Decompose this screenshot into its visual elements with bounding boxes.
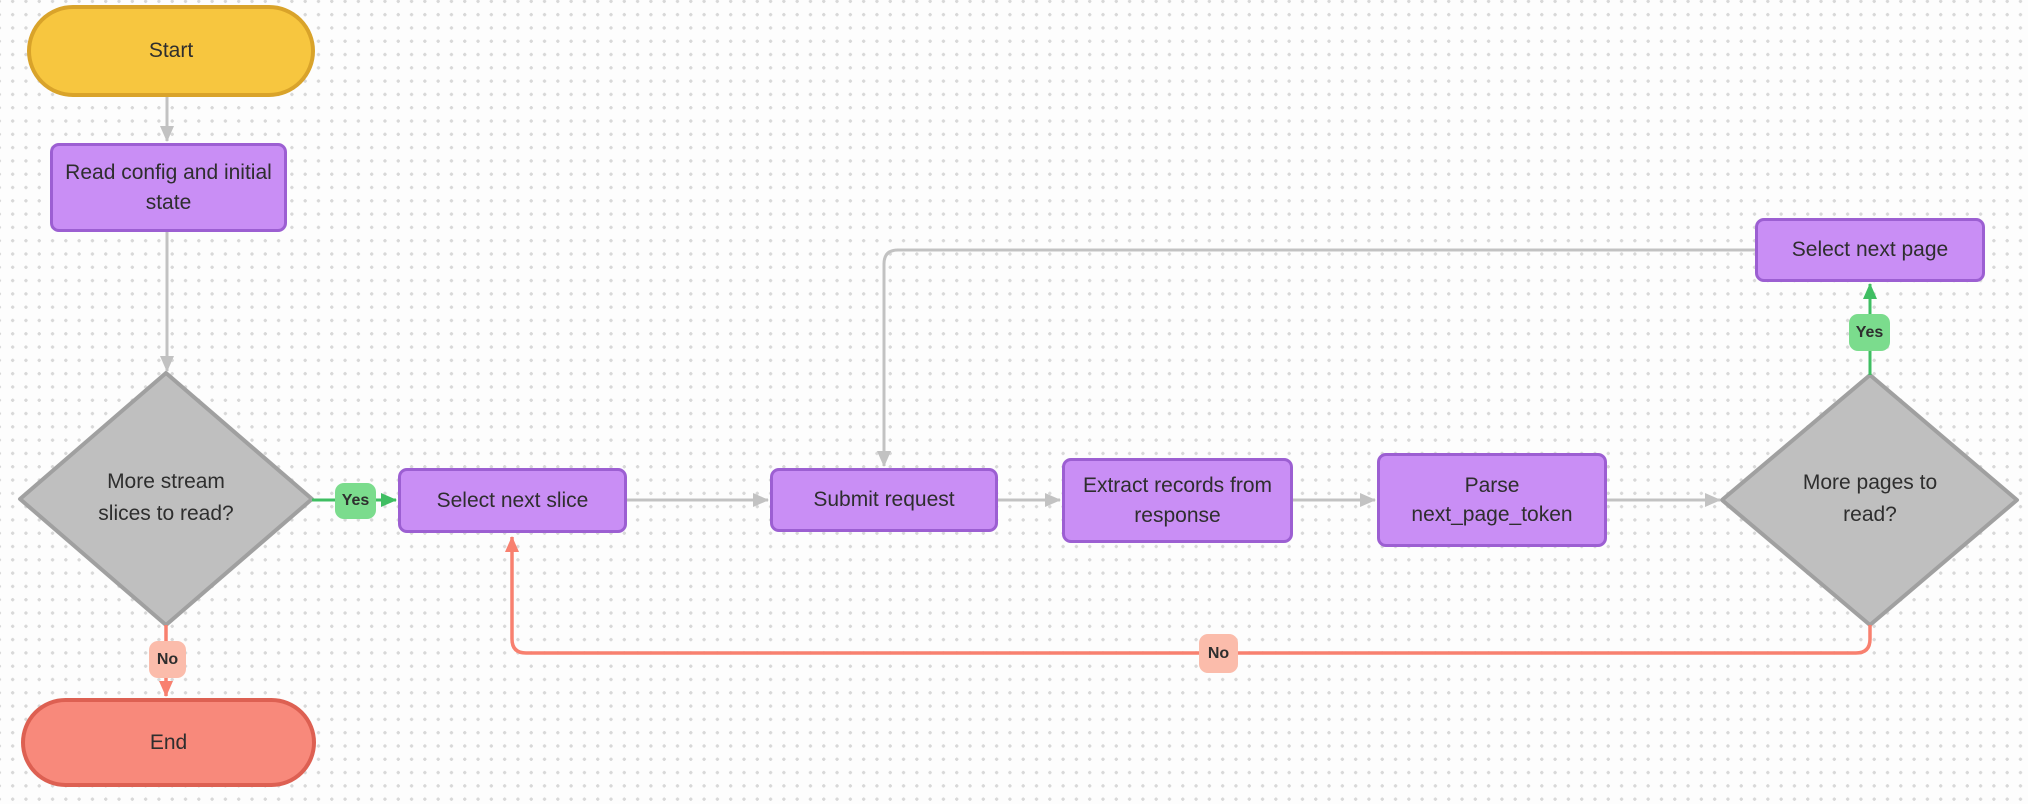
node-select-next-page: Select next page (1755, 218, 1985, 282)
node-start: Start (27, 5, 315, 97)
node-start-label: Start (148, 39, 194, 63)
edge-label-no-slices: No (149, 641, 186, 678)
node-read-config: Read config and initial state (50, 143, 287, 232)
node-select-next-slice-label: Select next slice (436, 488, 589, 512)
node-select-next-slice: Select next slice (398, 468, 627, 533)
decision-more-pages-label: More pages to read? (1802, 471, 1938, 526)
node-select-next-page-label: Select next page (1791, 238, 1949, 262)
edge-label-yes-slices: Yes (335, 483, 376, 519)
node-end-label: End (149, 730, 188, 754)
node-read-config-label: Read config and initial state (65, 161, 272, 214)
node-end: End (21, 698, 316, 787)
edge-label-yes-pages: Yes (1849, 314, 1890, 351)
node-extract-records: Extract records from response (1062, 458, 1293, 543)
node-submit-request: Submit request (770, 468, 998, 532)
decision-more-stream-slices-label: More stream slices to read? (98, 470, 234, 525)
edge-select-page-to-submit-request (877, 248, 1755, 467)
node-submit-request-label: Submit request (813, 488, 955, 512)
edge-more-pages-no-to-select-slice (505, 536, 1872, 655)
edge-label-no-pages: No (1199, 634, 1238, 673)
node-parse-next-page-token: Parse next_page_token (1377, 453, 1607, 547)
node-parse-next-page-token-label: Parse next_page_token (1411, 473, 1573, 526)
node-extract-records-label: Extract records from response (1082, 474, 1273, 527)
